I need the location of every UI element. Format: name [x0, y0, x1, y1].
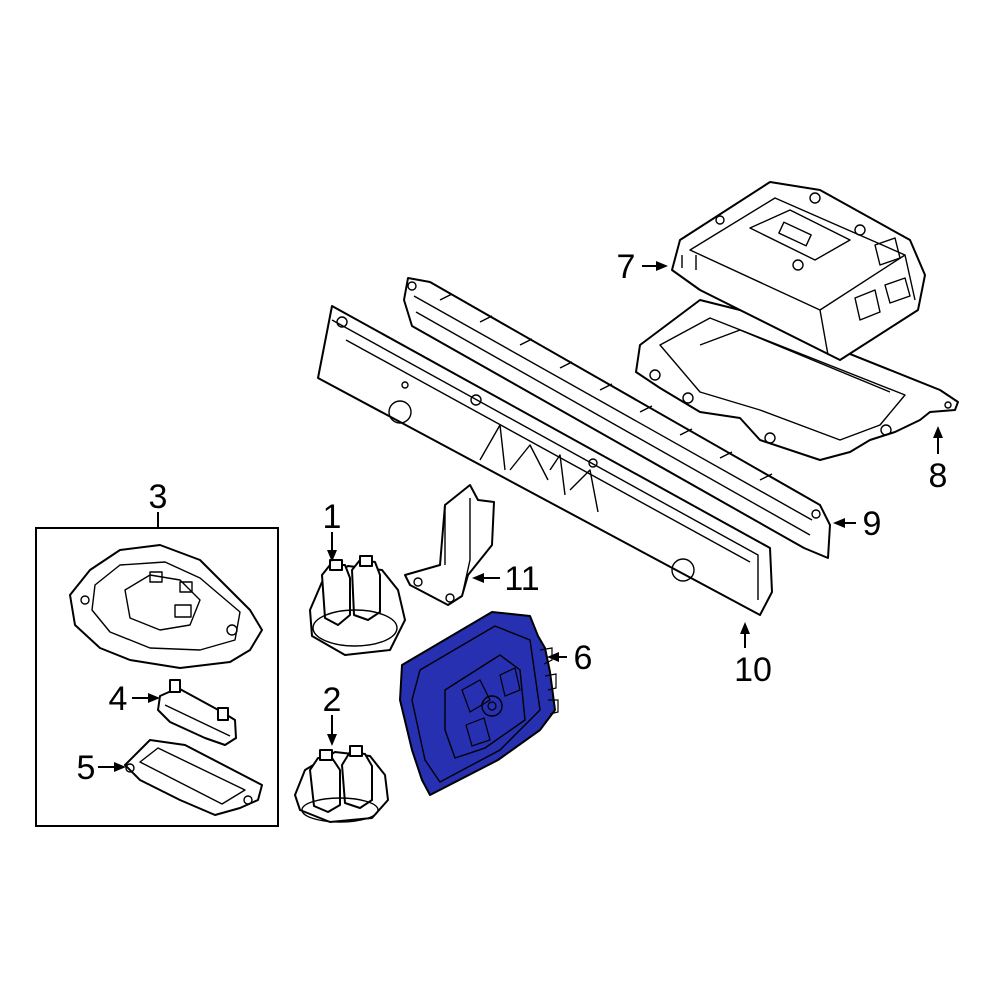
leader-lines [98, 261, 943, 772]
callout-10: 10 [734, 651, 772, 689]
part-11-bracket[interactable] [404, 484, 495, 606]
part-2-relay[interactable] [294, 745, 389, 823]
part-1-relay[interactable] [309, 555, 406, 656]
callout-1: 1 [323, 498, 342, 536]
callout-3: 3 [149, 478, 168, 516]
part-5-tray[interactable] [124, 739, 263, 816]
callout-5: 5 [77, 749, 96, 787]
part-4-bracket[interactable] [157, 679, 237, 746]
callout-6: 6 [574, 639, 593, 677]
part-3-housing[interactable] [69, 544, 263, 669]
callout-4: 4 [109, 680, 128, 718]
part-6-highlighted-module[interactable] [399, 611, 559, 796]
part-9-panel[interactable] [403, 277, 831, 559]
callout-2: 2 [323, 681, 342, 719]
part-7-module[interactable] [671, 181, 926, 361]
part-6-body[interactable] [399, 611, 556, 796]
callout-8: 8 [929, 457, 948, 495]
callout-7: 7 [617, 248, 636, 286]
callout-11: 11 [504, 560, 539, 598]
part-8-tray[interactable] [635, 299, 959, 461]
part-10-panel[interactable] [317, 305, 773, 616]
callout-9: 9 [863, 505, 882, 543]
